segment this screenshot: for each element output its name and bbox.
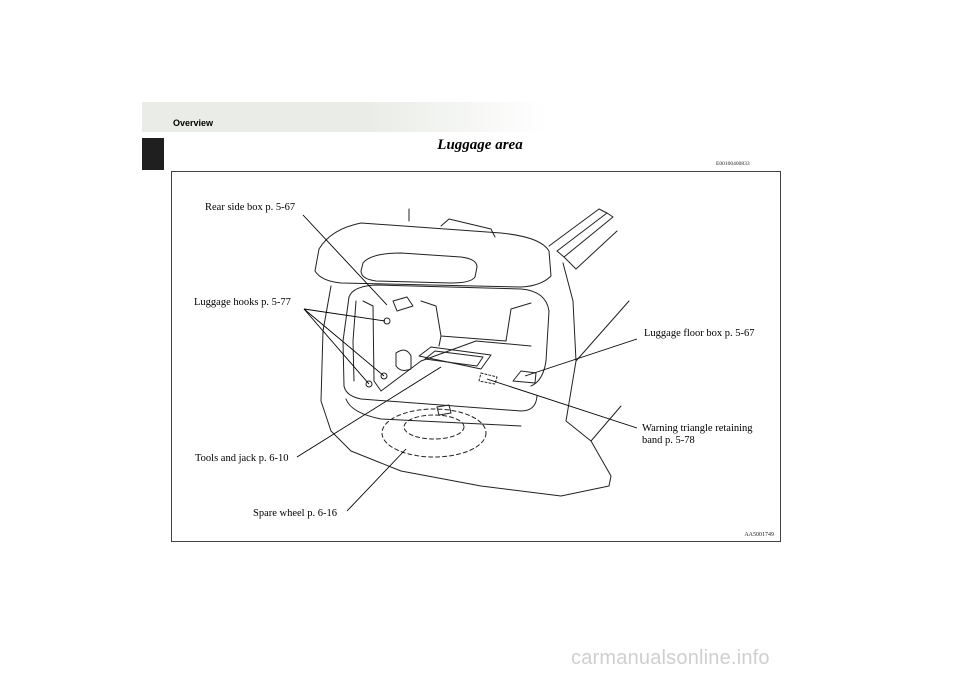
figure-code: AA5001749 — [744, 532, 774, 538]
header-band — [142, 102, 548, 132]
spare-wheel-label: Spare wheel p. 6-16 — [253, 508, 337, 519]
chapter-tab — [142, 138, 164, 170]
luggage-area-illustration — [296, 208, 638, 512]
luggage-hooks-label: Luggage hooks p. 5-77 — [194, 297, 291, 308]
luggage-area-figure: Rear side box p. 5-67 Luggage hooks p. 5… — [171, 171, 781, 542]
document-code: E00100400833 — [716, 161, 750, 167]
warning-triangle-label-line2: band p. 5-78 — [642, 435, 695, 446]
tools-and-jack-label: Tools and jack p. 6-10 — [195, 453, 289, 464]
footer-watermark[interactable]: carmanualsonline.info — [571, 647, 770, 669]
rear-side-box-label: Rear side box p. 5-67 — [205, 202, 296, 213]
page-heading: Luggage area — [437, 137, 523, 153]
luggage-floor-box-label: Luggage floor box p. 5-67 — [644, 328, 755, 339]
section-title: Overview — [173, 118, 214, 128]
warning-triangle-label-line1: Warning triangle retaining — [642, 423, 753, 434]
